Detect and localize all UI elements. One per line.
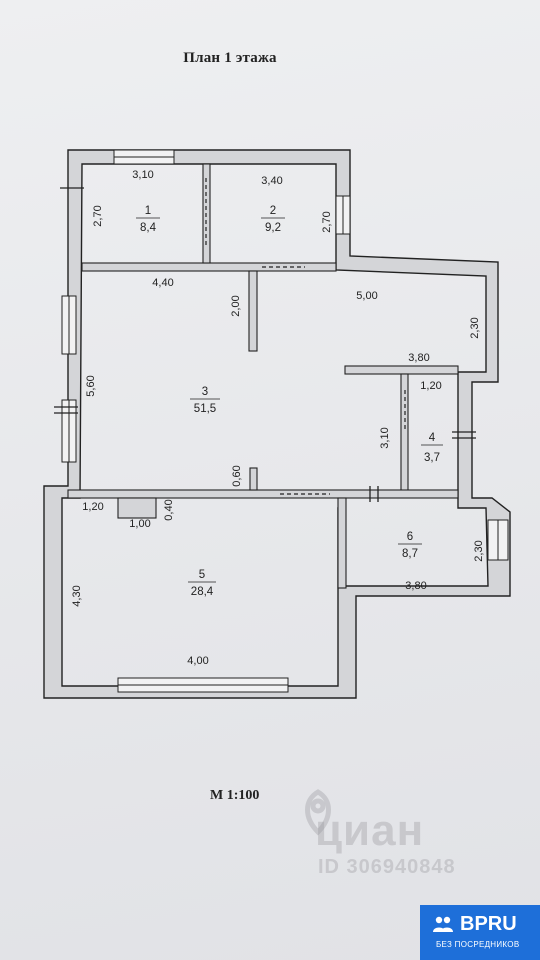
dimension-labels: 3,10 2,70 3,40 2,70 4,40 2,00 5,00 2,30 … (71, 169, 485, 667)
interior-walls (67, 163, 459, 589)
room-3-area: 51,5 (194, 403, 216, 415)
room-2-area: 9,2 (265, 222, 281, 234)
room-5-number: 5 (199, 569, 205, 581)
scale-label: М 1:100 (210, 788, 260, 803)
watermark-brand: циан (315, 806, 425, 855)
room-1-area: 8,4 (140, 222, 157, 234)
room-2-number: 2 (270, 205, 276, 217)
watermark-listing-id: ID 306940848 (318, 856, 456, 878)
dim-hall-right-width: 5,00 (356, 290, 377, 302)
map-pin-icon (305, 789, 331, 836)
wall-bay-top (344, 365, 459, 375)
room-4-number: 4 (429, 432, 436, 444)
badge-brand: BPRU (460, 913, 517, 935)
dim-room5-left: 4,30 (71, 585, 83, 606)
plan-title: План 1 этажа (183, 50, 277, 66)
dim-room4-width: 1,20 (420, 380, 441, 392)
room-4-area: 3,7 (424, 452, 440, 464)
wall-room5-room6 (337, 497, 347, 589)
room-6-number: 6 (407, 531, 413, 543)
dim-room2-top: 3,40 (261, 175, 282, 187)
bpru-badge: BPRU БЕЗ ПОСРЕДНИКОВ (420, 905, 540, 960)
dim-hall-bay-depth: 3,10 (379, 427, 391, 448)
doorways (205, 178, 406, 495)
dim-room2-right: 2,70 (321, 211, 333, 232)
room-3-number: 3 (202, 386, 208, 398)
people-icon (433, 916, 453, 932)
dim-room5-bottom: 4,00 (187, 655, 208, 667)
windows (61, 149, 509, 693)
dim-hall-partition: 2,00 (230, 295, 242, 316)
wall-stub (249, 467, 258, 491)
dim-room6-bottom: 3,80 (405, 580, 426, 592)
dim-room5-niche-width: 1,00 (129, 518, 150, 530)
room-6-area: 8,7 (402, 548, 418, 560)
badge-tagline: БЕЗ ПОСРЕДНИКОВ (436, 940, 520, 949)
dim-hall-left-depth: 5,60 (85, 375, 97, 396)
dim-hall-stub: 0,60 (231, 465, 243, 486)
wall-hall-room5 (67, 489, 459, 499)
dim-room1-top: 3,10 (132, 169, 153, 181)
dim-room5-niche-left: 1,20 (82, 501, 103, 513)
room-1-number: 1 (145, 205, 151, 217)
wall-ticks (54, 187, 476, 502)
dim-hall-bay-width: 3,80 (408, 352, 429, 364)
wall-niche (117, 497, 157, 519)
room-labels: 1 8,4 2 9,2 3 51,5 4 3,7 5 28,4 6 8,7 (136, 205, 443, 598)
dim-hall-right-depth: 2,30 (469, 317, 481, 338)
dim-room1-left: 2,70 (92, 205, 104, 226)
dim-room6-right: 2,30 (473, 540, 485, 561)
dim-room5-niche-depth: 0,40 (163, 499, 175, 520)
outer-walls (43, 149, 511, 699)
room-5-area: 28,4 (191, 586, 214, 598)
dim-hall-width: 4,40 (152, 277, 173, 289)
wall-hall-partition (248, 270, 258, 352)
